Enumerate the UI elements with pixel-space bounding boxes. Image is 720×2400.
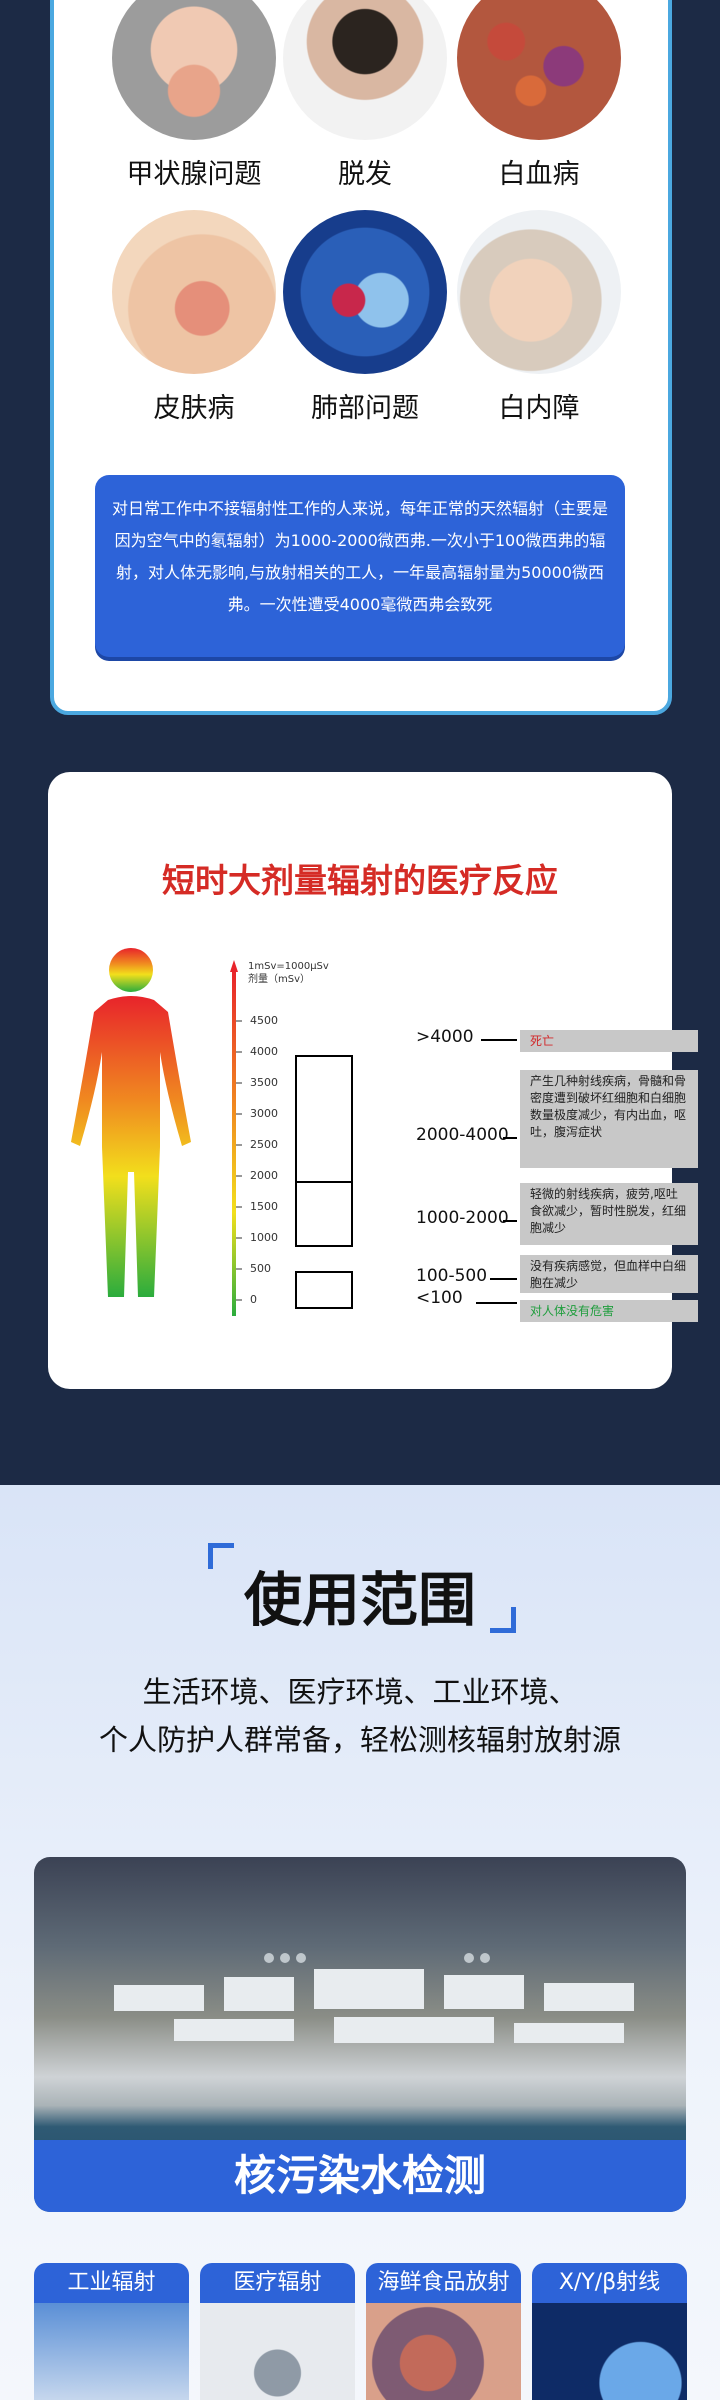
plant-building [314,1969,424,2009]
cataract-eye-drop-photo [457,210,621,374]
disease-label: 肺部问题 [311,393,419,424]
tick-label: 3500 [250,1076,278,1089]
range-connector [503,1220,517,1222]
range-connector [476,1302,517,1304]
plant-building [544,1983,634,2011]
seafood-photo [366,2303,521,2400]
disease-leukemia: 白血病 [454,0,624,191]
dose-title: 短时大剂量辐射的医疗反应 [162,861,558,900]
range-label: 1000-2000 [416,1208,509,1228]
range-label: 100-500 [416,1266,488,1286]
tick-label: 3000 [250,1107,278,1120]
dose-box-1000-2000 [295,1181,353,1247]
dose-section: 短时大剂量辐射的医疗反应 [0,745,720,1485]
range-label: <100 [416,1288,463,1308]
dose-box-100-500 [295,1271,353,1309]
disease-thyroid: 甲状腺问题 [109,0,279,191]
tile-industrial: 工业辐射 [34,2263,189,2400]
hair-loss-photo [283,0,447,140]
dose-card: 短时大剂量辐射的医疗反应 [48,772,698,1389]
plant-building [224,1977,294,2011]
unit-conversion: 1mSv=1000μSv [248,961,329,972]
effect-mild: 轻微的射线疾病，疲劳,呕吐食欲减少，暂时性脱发，红细胞减少 [520,1183,698,1245]
unit-axis-label: 剂量（mSv） [248,974,311,985]
disease-cataract: 白内障 [454,210,624,425]
effect-harmless: 对人体没有危害 [520,1300,698,1322]
tick-label: 0 [250,1293,257,1306]
photo-caption: 核污染水检测 [34,2140,686,2212]
title-bracket-right [490,1607,516,1633]
dose-box-2000-4000 [295,1055,353,1183]
tick-label: 500 [250,1262,271,1275]
disease-section: 甲状腺问题 脱发 白血病 皮肤病 肺部问题 白内障 对日常工作中不接辐射性工作的… [0,0,720,745]
disease-label: 甲状腺问题 [126,159,262,190]
radiation-notice: 对日常工作中不接辐射性工作的人来说，每年正常的天然辐射（主要是因为空气中的氡辐射… [95,475,625,657]
range-connector [490,1278,517,1280]
plant-building [514,2023,624,2043]
usage-subtitle-line1: 生活环境、医疗环境、工业环境、 [142,1675,578,1709]
industrial-photo [34,2303,189,2400]
disease-label: 脱发 [338,159,392,190]
plant-building [114,1985,204,2011]
plant-building [174,2019,294,2041]
range-connector [481,1039,517,1041]
effect-death: 死亡 [520,1030,698,1052]
effect-subclinical: 没有疾病感觉，但血样中白细胞在减少 [520,1255,698,1293]
storage-tank [264,1953,274,1963]
effect-severe: 产生几种射线疾病，骨髓和骨密度遭到破坏红细胞和白细胞数量极度减少，有内出血，呕吐… [520,1070,698,1168]
range-connector [503,1137,517,1139]
ct-scanner-photo [200,2303,355,2400]
tile-label: 海鲜食品放射 [366,2263,521,2303]
range-label: 2000-4000 [416,1125,509,1145]
tile-label: X/Y/β射线 [532,2263,687,2303]
skin-disease-photo [112,210,276,374]
disease-hair-loss: 脱发 [280,0,450,191]
tile-rays: X/Y/β射线 [532,2263,687,2400]
dose-unit-label: 1mSv=1000μSv 剂量（mSv） [248,960,329,986]
plant-building [334,2017,494,2043]
nuclear-plant-photo: 核污染水检测 [34,1857,686,2212]
range-label: >4000 [416,1027,474,1047]
tick-label: 1500 [250,1200,278,1213]
thyroid-photo [112,0,276,140]
human-body-figure [71,948,191,1297]
usage-title: 使用范围 [243,1566,476,1634]
storage-tank [464,1953,474,1963]
tile-medical: 医疗辐射 [200,2263,355,2400]
leukemia-cells-photo [457,0,621,140]
tick-label: 4000 [250,1045,278,1058]
tile-label: 工业辐射 [34,2263,189,2303]
disease-label: 白血病 [498,159,580,190]
disease-lung: 肺部问题 [280,210,450,425]
dose-scale: 1mSv=1000μSv 剂量（mSv） 4500 4000 3500 3000… [228,960,698,1330]
dose-thermometer-bar [230,960,242,1316]
usage-subtitle-line2: 个人防护人群常备，轻松测核辐射放射源 [98,1723,621,1757]
tick-label: 1000 [250,1231,278,1244]
title-bracket-left [208,1543,234,1569]
disease-label: 皮肤病 [153,393,235,424]
plant-building [444,1975,524,2009]
disease-label: 白内障 [498,393,580,424]
tile-label: 医疗辐射 [200,2263,355,2303]
lung-photo [283,210,447,374]
storage-tank [296,1953,306,1963]
tick-label: 2000 [250,1169,278,1182]
storage-tank [280,1953,290,1963]
disease-skin: 皮肤病 [109,210,279,425]
usage-section: 使用范围 生活环境、医疗环境、工业环境、 个人防护人群常备，轻松测核辐射放射源 … [0,1485,720,2400]
tick-label: 4500 [250,1014,278,1027]
radiation-rays-image [532,2303,687,2400]
tick-label: 2500 [250,1138,278,1151]
storage-tank [480,1953,490,1963]
tile-seafood: 海鲜食品放射 [366,2263,521,2400]
